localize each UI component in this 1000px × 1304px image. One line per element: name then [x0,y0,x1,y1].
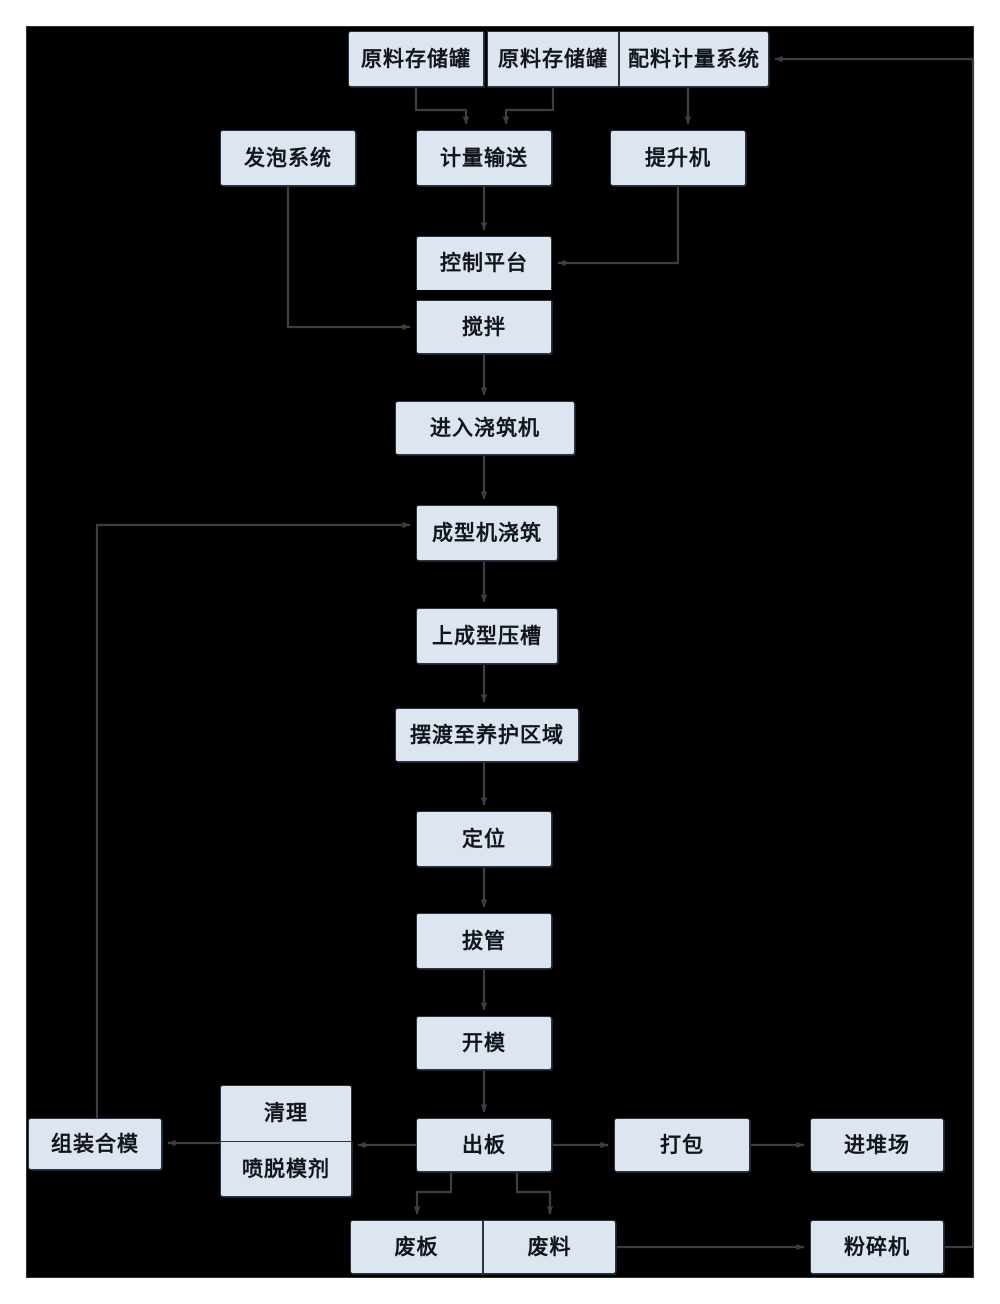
node-enter-stockyard[interactable]: 进堆场 [810,1118,944,1172]
node-waste-material[interactable]: 废料 [483,1220,616,1274]
node-forming-machine-casting[interactable]: 成型机浇筑 [416,505,558,561]
node-upper-forming-press-groove[interactable]: 上成型压槽 [416,608,558,664]
node-packing[interactable]: 打包 [614,1118,750,1172]
node-batching-metering-system[interactable]: 配料计量系统 [619,31,769,87]
node-enter-casting-machine[interactable]: 进入浇筑机 [395,401,575,455]
node-crusher[interactable]: 粉碎机 [810,1220,944,1274]
node-pipe-pulling[interactable]: 拔管 [416,913,552,969]
node-raw-material-storage-tank-1[interactable]: 原料存储罐 [348,31,484,87]
node-elevator[interactable]: 提升机 [610,130,746,186]
node-ferry-to-curing-area[interactable]: 摆渡至养护区域 [395,708,579,762]
node-mold-opening[interactable]: 开模 [416,1016,552,1070]
node-cleaning[interactable]: 清理 [220,1085,352,1141]
node-metering-conveying[interactable]: 计量输送 [416,130,552,186]
node-positioning[interactable]: 定位 [416,811,552,867]
node-waste-board[interactable]: 废板 [350,1220,483,1274]
node-assemble-mold-closing[interactable]: 组装合模 [28,1118,162,1170]
node-raw-material-storage-tank-2[interactable]: 原料存储罐 [487,31,619,87]
node-spray-release-agent[interactable]: 喷脱模剂 [220,1141,352,1197]
node-control-platform[interactable]: 控制平台 [416,236,552,290]
node-mixing[interactable]: 搅拌 [416,300,552,354]
node-board-out[interactable]: 出板 [416,1118,552,1172]
node-foaming-system[interactable]: 发泡系统 [220,130,356,186]
